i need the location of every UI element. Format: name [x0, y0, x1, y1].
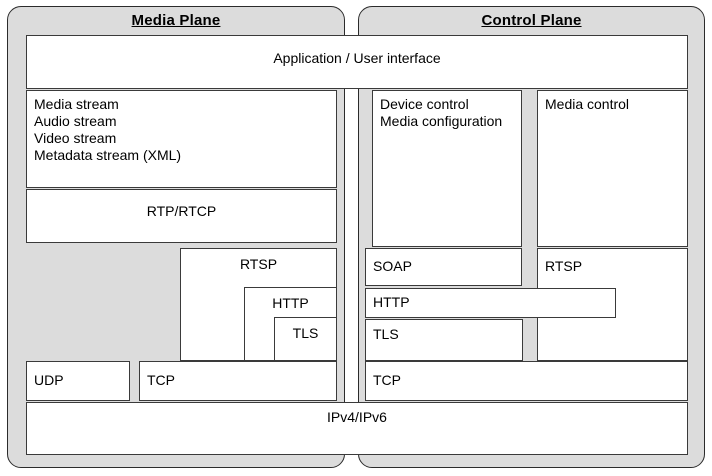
media-control-box[interactable]: Media control [537, 90, 688, 247]
media-plane-title: Media Plane [131, 12, 221, 29]
udp-label: UDP [34, 372, 64, 388]
control-http-label: HTTP [373, 294, 410, 310]
rtp-rtcp-box[interactable]: RTP/RTCP [26, 189, 337, 243]
control-tls-box[interactable]: TLS [365, 319, 523, 361]
media-stream-box[interactable]: Media stream Audio stream Video stream M… [26, 90, 337, 188]
soap-box[interactable]: SOAP [365, 248, 522, 286]
media-control-label: Media control [545, 96, 630, 112]
application-user-interface-label: Application / User interface [273, 50, 441, 66]
control-http-box[interactable]: HTTP [365, 288, 616, 318]
control-rtsp-label: RTSP [545, 258, 583, 274]
ipv4-ipv6-label: IPv4/IPv6 [327, 409, 387, 425]
media-http-label: HTTP [272, 295, 309, 311]
device-control-box[interactable]: Device control Media configuration [372, 90, 522, 247]
application-user-interface-box[interactable]: Application / User interface [26, 35, 688, 89]
control-tls-label: TLS [373, 326, 399, 342]
media-tls-box[interactable]: TLS [274, 317, 337, 361]
media-tcp-label: TCP [147, 372, 175, 388]
media-tls-label: TLS [292, 325, 319, 341]
control-plane-title: Control Plane [481, 12, 582, 29]
soap-label: SOAP [373, 258, 412, 274]
media-tcp-box[interactable]: TCP [139, 361, 337, 401]
control-tcp-label: TCP [373, 372, 401, 388]
media-rtsp-label: RTSP [239, 256, 278, 272]
rtp-rtcp-label: RTP/RTCP [146, 203, 217, 219]
udp-box[interactable]: UDP [26, 361, 130, 401]
control-tcp-box[interactable]: TCP [365, 361, 688, 401]
media-stream-label: Media stream Audio stream Video stream M… [34, 96, 182, 163]
ipv4-ipv6-box[interactable]: IPv4/IPv6 [26, 402, 688, 455]
device-control-label: Device control Media configuration [380, 96, 503, 129]
